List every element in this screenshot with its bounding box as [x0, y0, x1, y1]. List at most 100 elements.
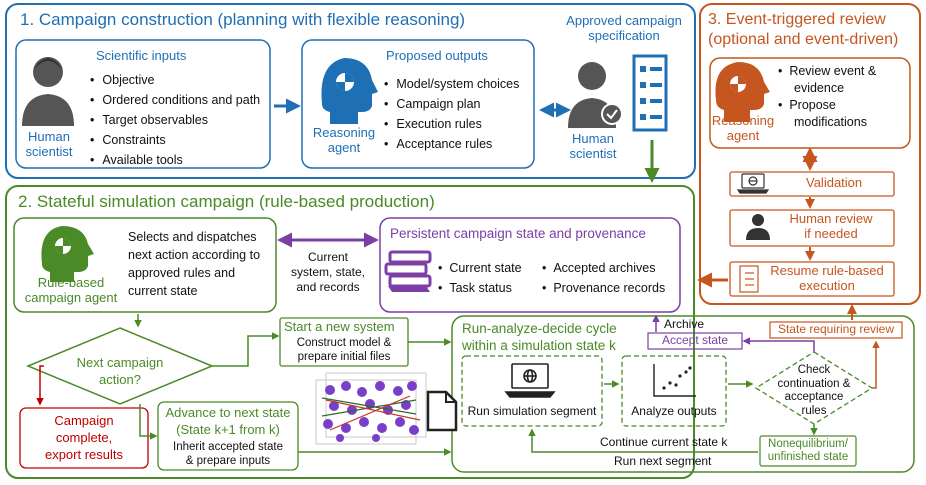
advance-desc: Inherit accepted state & prepare inputs: [158, 440, 298, 468]
next-segment-label: Run next segment: [614, 454, 712, 468]
persist-title: Persistent campaign state and provenance: [390, 226, 646, 241]
persist-item: • Task status: [438, 281, 512, 295]
advance-line1: Inherit accepted state: [173, 441, 283, 453]
cycle-title: Run-analyze-decide cycle within a simula…: [462, 320, 617, 354]
persist-item: • Provenance records: [542, 281, 666, 295]
human-review-line2: if needed: [804, 225, 858, 241]
resume-line1: Resume rule-based: [770, 263, 884, 278]
review-item-1b: evidence: [794, 81, 845, 95]
outputs-list: Model/system choices Campaign plan Execu…: [384, 74, 519, 154]
approved-spec-line1: Approved campaign: [566, 13, 682, 28]
review-item-2: • Propose: [778, 98, 836, 112]
section3-title: 3. Event-triggered review (optional and …: [708, 10, 898, 50]
noneq-line2: unfinished state: [767, 451, 849, 463]
human-scientist-label-line1: Human: [28, 129, 70, 144]
accept-state-label: Accept state: [661, 333, 729, 347]
complete-box: [19, 407, 149, 469]
outputs-title: Proposed outputs: [386, 48, 488, 63]
persist-item: • Current state: [438, 261, 522, 275]
file-icon: [426, 390, 458, 432]
human-scientist-2-label: Human scientist: [564, 131, 622, 162]
persist-item-text: Accepted archives: [553, 261, 656, 275]
reasoning-agent-label-line2: agent: [327, 139, 361, 155]
new-system-desc: Construct model & prepare initial files: [280, 336, 408, 364]
output-item: Model/system choices: [384, 74, 519, 94]
decision-line2: action?: [99, 372, 141, 387]
campaign-agent-label-line1: Rule-based: [37, 275, 105, 290]
molecular-structure-image: [315, 372, 427, 445]
reasoning-agent-orange-line1: Reasoning: [711, 113, 775, 128]
decision-line1: Next campaign: [76, 355, 164, 370]
noneq-label: Nonequilibrium/ unfinished state: [760, 438, 856, 464]
reasoning-agent-label: Reasoning agent: [306, 125, 382, 156]
resume-line2: execution: [799, 277, 855, 293]
input-item: Ordered conditions and path: [90, 90, 260, 110]
advance-box: [157, 401, 299, 471]
campaign-agent-box: [13, 217, 277, 313]
human-scientist-label-line2: scientist: [25, 143, 73, 159]
validation-box: [729, 171, 895, 197]
noneq-box: [759, 435, 857, 467]
complete-line2: complete,: [55, 430, 113, 445]
review-state-box: [769, 321, 903, 339]
campaign-agent-description: Selects and dispatches next action accor…: [128, 228, 260, 300]
persist-item-text: Provenance records: [553, 281, 666, 295]
input-item: Target observables: [90, 110, 260, 130]
persist-list-left: • Current state • Task status: [438, 258, 522, 298]
persist-list-right: • Accepted archives • Provenance records: [542, 258, 665, 298]
current-records-line2: system, state,: [290, 265, 366, 279]
output-item: Campaign plan: [384, 94, 519, 114]
human-review-line1: Human review: [789, 211, 873, 226]
advance-title-line1: Advance to next state: [165, 405, 291, 420]
run-segment-box: [461, 355, 603, 427]
reasoning-agent-icon: [321, 58, 378, 124]
agent-text-line1: Selects and dispatches: [128, 230, 257, 244]
output-item: Execution rules: [384, 114, 519, 134]
input-item: Objective: [90, 70, 260, 90]
specification-icon: [632, 54, 668, 132]
reasoning-agent-label-line1: Reasoning: [312, 125, 376, 140]
human-scientist-check-icon: [568, 62, 623, 128]
cycle-title-line1: Run-analyze-decide cycle: [462, 321, 617, 336]
persist-item: • Accepted archives: [542, 261, 656, 275]
campaign-agent-label-line2: campaign agent: [24, 289, 118, 305]
advance-line2: & prepare inputs: [185, 455, 271, 467]
human-scientist-icon: [22, 57, 74, 126]
section2-frame: [5, 185, 695, 479]
validation-label: Validation: [806, 175, 863, 190]
approved-spec-label: Approved campaign specification: [564, 13, 684, 44]
books-icon: [384, 250, 432, 292]
section1-frame: [5, 3, 696, 179]
analyze-label: Analyze outputs: [631, 404, 717, 418]
complete-line1: Campaign: [54, 413, 114, 428]
reasoning-agent-orange-icon: [715, 62, 770, 122]
advance-title: Advance to next state (State k+1 from k): [158, 404, 298, 438]
agent-text-line2: next action according to: [128, 248, 261, 262]
current-records-line1: Current: [307, 250, 348, 264]
section3-title-line1: 3. Event-triggered review: [708, 11, 886, 28]
inputs-title: Scientific inputs: [96, 48, 187, 63]
analyze-box: [621, 355, 727, 427]
human-review-icon: [746, 214, 770, 240]
review-item-1-text: Review event &: [789, 64, 877, 78]
check-label: Check continuation & acceptance rules: [758, 364, 870, 418]
campaign-agent-label: Rule-based campaign agent: [16, 275, 126, 306]
cycle-frame: [451, 315, 915, 473]
new-system-line1: Construct model &: [296, 337, 392, 349]
current-records-label: Current system, state, and records: [282, 250, 374, 295]
check-line4: rules: [801, 404, 827, 417]
check-line2: continuation &: [777, 377, 851, 390]
campaign-complete-label: Campaign complete, export results: [20, 412, 148, 463]
persist-item-text: Current state: [449, 261, 522, 275]
persist-box: [379, 217, 681, 313]
campaign-agent-icon: [41, 226, 94, 282]
outputs-box: [301, 39, 535, 169]
agent-text-line3: approved rules and: [128, 266, 236, 280]
approved-spec-line2: specification: [588, 27, 660, 43]
output-item: Acceptance rules: [384, 134, 519, 154]
section2-title: 2. Stateful simulation campaign (rule-ba…: [18, 192, 435, 211]
archive-label: Archive: [664, 317, 705, 331]
decision-diamond: [26, 327, 214, 405]
agent-text-line4: current state: [128, 284, 198, 298]
